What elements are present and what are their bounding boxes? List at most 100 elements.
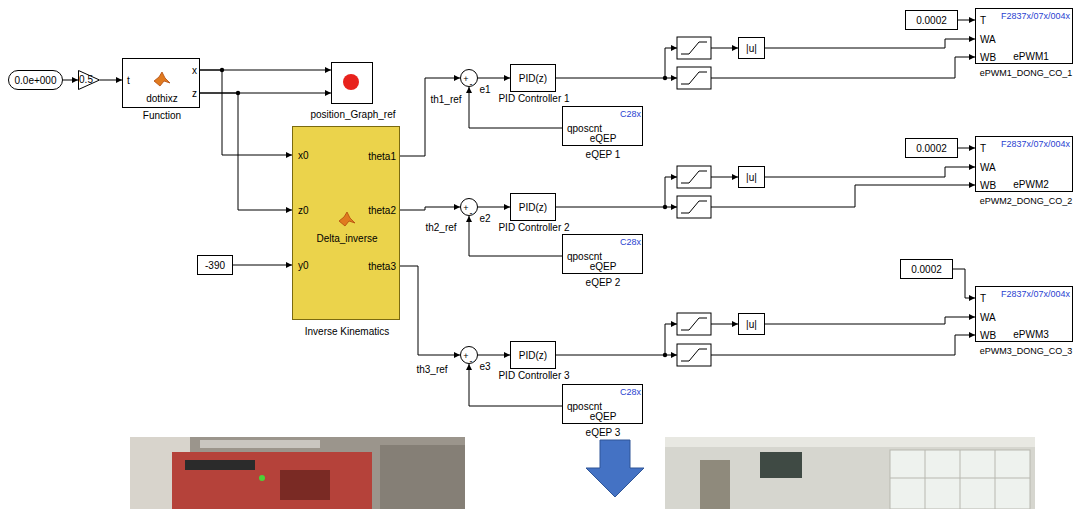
abs-block: |u| xyxy=(738,313,765,335)
block-text: WB xyxy=(980,331,996,341)
block-text: T xyxy=(980,144,986,154)
epwm-block: F2837x/07x/004xTWAWBePWM3ePWM3_DONG_CO_3 xyxy=(975,286,1073,342)
block-text: qposcnt xyxy=(567,252,602,262)
block-text: C28x xyxy=(620,110,641,119)
display-block: 0.0e+000 xyxy=(8,70,63,90)
block-text: theta1 xyxy=(368,152,396,162)
constant-block: -390 xyxy=(197,255,233,275)
saturation-symbol xyxy=(681,318,707,330)
constant-block: 0.0002 xyxy=(905,138,958,158)
block-text: z xyxy=(192,89,197,99)
signal-connector xyxy=(400,78,460,156)
saturation-block xyxy=(677,67,711,89)
block-text: position_Graph_ref xyxy=(310,110,395,120)
block-text: z0 xyxy=(298,206,309,216)
signal-connector xyxy=(765,317,975,324)
signal-connector xyxy=(469,87,562,128)
signal-connector xyxy=(469,364,562,406)
block-text: PID Controller 2 xyxy=(498,223,569,233)
record-dot xyxy=(343,74,359,90)
abs-block: |u| xyxy=(738,166,765,188)
pid-block: PID(z)PID Controller 3 xyxy=(510,341,556,369)
constant-block: 0.0002 xyxy=(900,259,953,279)
signal-label: th3_ref xyxy=(415,365,448,375)
block-text: -390 xyxy=(205,261,225,271)
photo-chip xyxy=(280,470,330,500)
block-text: eQEP 1 xyxy=(586,150,621,160)
gain-block: 0.5 xyxy=(78,70,100,90)
photo-rail xyxy=(200,440,320,448)
block-text: T xyxy=(980,294,986,304)
signal-connector xyxy=(953,269,975,298)
saturation-symbol xyxy=(681,201,707,213)
saturation-block xyxy=(677,166,711,188)
block-text: eQEP xyxy=(590,262,617,272)
block-text: x xyxy=(192,66,197,76)
signal-wire xyxy=(711,324,738,325)
signal-label: th2_ref xyxy=(424,223,457,233)
matlab-icon xyxy=(338,211,356,229)
block-text: 0.0002 xyxy=(916,16,947,26)
matlab-icon xyxy=(153,71,171,89)
epwm-block: F2837x/07x/004xTWAWBePWM1ePWM1_DONG_CO_1 xyxy=(975,8,1073,64)
matlab-membrane xyxy=(339,212,355,226)
flow-arrow xyxy=(586,440,644,497)
inverse-kinematics-block: x0z0y0Delta_inversetheta1theta2theta3Inv… xyxy=(292,126,400,320)
saturation-block xyxy=(677,344,711,366)
block-text: F2837x/07x/004x xyxy=(1001,140,1070,149)
photo-circuit-board xyxy=(172,452,372,509)
signal-connector xyxy=(478,207,510,208)
photo-connector xyxy=(185,460,255,470)
sum-block: +- xyxy=(460,198,478,216)
block-text: Delta_inverse xyxy=(316,234,377,244)
block-text: |u| xyxy=(746,173,757,183)
saturation-block xyxy=(677,196,711,218)
block-text: WA xyxy=(980,163,996,173)
block-text: PID Controller 3 xyxy=(498,371,569,381)
block-text: - xyxy=(470,357,473,366)
block-text: F2837x/07x/004x xyxy=(1001,290,1070,299)
block-text: y0 xyxy=(298,261,309,271)
block-text: C28x xyxy=(620,388,641,397)
saturation-symbol xyxy=(681,171,707,183)
block-text: + xyxy=(463,75,468,84)
block-text: ePWM3 xyxy=(1013,330,1049,340)
eqep-block: C28xqposcnteQEPeQEP 1 xyxy=(562,106,643,146)
signal-label: e3 xyxy=(478,362,491,372)
sum-block: +- xyxy=(460,346,478,364)
constant-block: 0.0002 xyxy=(905,10,958,30)
scope-block: position_Graph_ref xyxy=(331,62,373,104)
signal-connector xyxy=(200,93,292,210)
block-text: eQEP 3 xyxy=(586,428,621,438)
signal-label: e1 xyxy=(478,85,491,95)
block-text: C28x xyxy=(620,238,641,247)
block-text: |u| xyxy=(746,44,757,54)
signal-wire xyxy=(711,57,975,78)
signal-connector xyxy=(478,355,510,356)
block-text: WB xyxy=(980,53,996,63)
signal-wire xyxy=(711,185,975,207)
signal-connector xyxy=(100,80,122,81)
saturation-block xyxy=(677,37,711,59)
photo-board xyxy=(760,452,802,478)
block-text: WA xyxy=(980,35,996,45)
block-text: WA xyxy=(980,313,996,323)
block-text: ePWM2_DONG_CO_2 xyxy=(980,197,1073,206)
block-text: F2837x/07x/004x xyxy=(1001,12,1070,21)
photo-ceiling xyxy=(665,437,1035,447)
block-text: 0.0002 xyxy=(916,144,947,154)
branch-dot xyxy=(663,205,667,209)
signal-label: e2 xyxy=(478,214,491,224)
signal-connector xyxy=(200,70,292,155)
gain-triangle-outline xyxy=(79,71,100,90)
signal-wire xyxy=(711,177,738,178)
block-text: Inverse Kinematics xyxy=(305,327,389,337)
hardware-photo xyxy=(130,437,465,509)
photo-window-frame xyxy=(890,450,1030,509)
block-text: WB xyxy=(980,181,996,191)
saturation-symbol xyxy=(681,42,707,54)
abs-block: |u| xyxy=(738,37,765,59)
